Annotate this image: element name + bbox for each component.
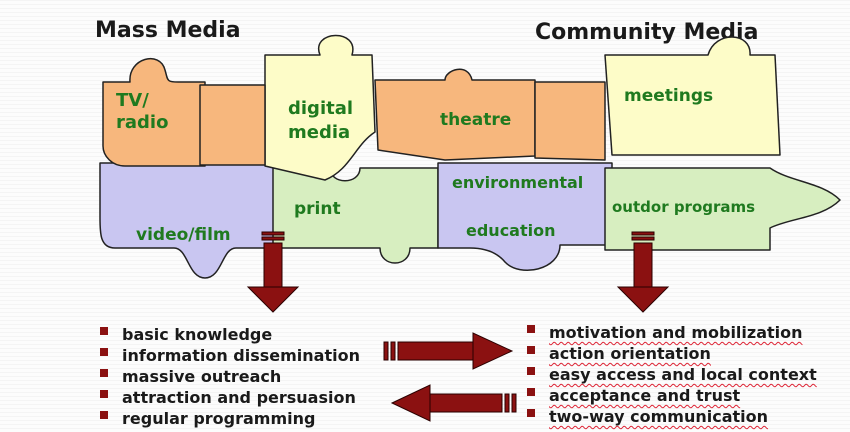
list-item: easy access and local context <box>527 364 817 385</box>
piece-theatre <box>374 68 536 161</box>
piece-print <box>272 167 439 264</box>
label-radio: radio <box>116 112 168 133</box>
community-media-attributes: motivation and mobilization action orien… <box>527 322 817 427</box>
label-digital: digital <box>288 98 353 119</box>
piece-meetings-connector <box>534 81 606 161</box>
piece-digital-media <box>264 34 376 181</box>
label-media: media <box>288 122 350 143</box>
piece-meetings <box>604 36 781 156</box>
piece-outdoor-programs <box>604 167 841 251</box>
label-theatre: theatre <box>440 110 511 130</box>
piece-video-film <box>99 162 281 279</box>
list-item: regular programming <box>100 408 360 429</box>
label-tv: TV/ <box>116 90 149 111</box>
list-item: action orientation <box>527 343 817 364</box>
piece-left-connector <box>199 84 266 166</box>
left-down-arrow <box>246 231 300 313</box>
label-video-film: video/film <box>136 225 231 245</box>
label-education: education <box>466 221 556 240</box>
list-item: attraction and persuasion <box>100 387 360 408</box>
list-item: acceptance and trust <box>527 385 817 406</box>
right-down-arrow <box>616 231 670 313</box>
piece-environmental-education <box>437 162 613 271</box>
label-print: print <box>294 199 341 219</box>
list-item: two-way communication <box>527 406 817 427</box>
left-pointing-arrow <box>390 384 517 422</box>
label-outdoor-programs: outdor programs <box>612 198 755 216</box>
right-pointing-arrow <box>383 332 514 370</box>
piece-tv-radio <box>102 58 206 167</box>
mass-media-attributes: basic knowledge information disseminatio… <box>100 324 360 429</box>
list-item: basic knowledge <box>100 324 360 345</box>
mass-media-heading: Mass Media <box>95 18 241 43</box>
list-item: information dissemination <box>100 345 360 366</box>
list-item: motivation and mobilization <box>527 322 817 343</box>
list-item: massive outreach <box>100 366 360 387</box>
label-meetings: meetings <box>624 86 713 106</box>
label-environmental: environmental <box>452 173 583 192</box>
